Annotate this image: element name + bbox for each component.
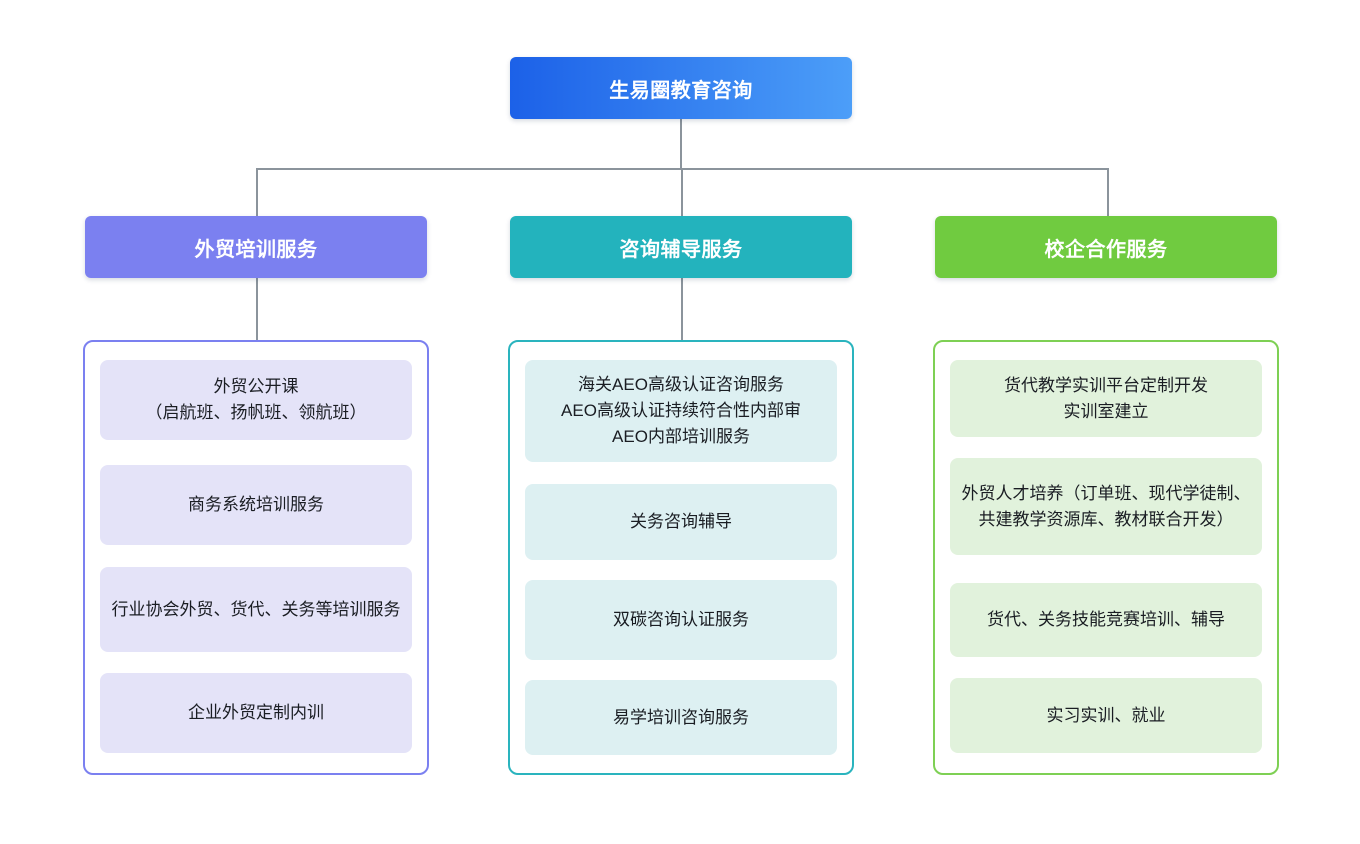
- service-item: 海关AEO高级认证咨询服务 AEO高级认证持续符合性内部审 AEO内部培训服务: [525, 360, 837, 462]
- branch-container-consulting-tutoring: 海关AEO高级认证咨询服务 AEO高级认证持续符合性内部审 AEO内部培训服务 …: [508, 340, 854, 775]
- root-node: 生易圈教育咨询: [510, 57, 852, 119]
- service-item: 外贸人才培养（订单班、现代学徒制、共建教学资源库、教材联合开发）: [950, 458, 1262, 555]
- branch-header-label: 外贸培训服务: [194, 238, 318, 261]
- branch-header-label: 校企合作服务: [1044, 238, 1168, 261]
- service-item: 外贸公开课 （启航班、扬帆班、领航班）: [100, 360, 412, 440]
- service-item: 货代、关务技能竞赛培训、辅导: [950, 583, 1262, 657]
- branch-container-school-enterprise: 货代教学实训平台定制开发 实训室建立 外贸人才培养（订单班、现代学徒制、共建教学…: [933, 340, 1279, 775]
- connector-drop-branch-2: [681, 168, 683, 216]
- root-node-label: 生易圈教育咨询: [609, 79, 753, 102]
- service-item: 关务咨询辅导: [525, 484, 837, 560]
- branch-header-consulting-tutoring: 咨询辅导服务: [510, 216, 852, 278]
- service-item: 企业外贸定制内训: [100, 673, 412, 753]
- branch-header-label: 咨询辅导服务: [619, 238, 743, 261]
- connector-drop-branch-1: [256, 168, 258, 216]
- connector-stem-branch-2: [681, 278, 683, 340]
- service-item: 商务系统培训服务: [100, 465, 412, 545]
- service-item: 货代教学实训平台定制开发 实训室建立: [950, 360, 1262, 437]
- branch-container-foreign-trade-training: 外贸公开课 （启航班、扬帆班、领航班） 商务系统培训服务 行业协会外贸、货代、关…: [83, 340, 429, 775]
- service-item: 行业协会外贸、货代、关务等培训服务: [100, 567, 412, 652]
- service-item: 实习实训、就业: [950, 678, 1262, 753]
- service-item: 易学培训咨询服务: [525, 680, 837, 755]
- connector-drop-branch-3: [1107, 168, 1109, 216]
- connector-stem-branch-1: [256, 278, 258, 340]
- branch-header-foreign-trade-training: 外贸培训服务: [85, 216, 427, 278]
- service-item: 双碳咨询认证服务: [525, 580, 837, 660]
- connector-root-stem: [680, 119, 682, 169]
- branch-header-school-enterprise: 校企合作服务: [935, 216, 1277, 278]
